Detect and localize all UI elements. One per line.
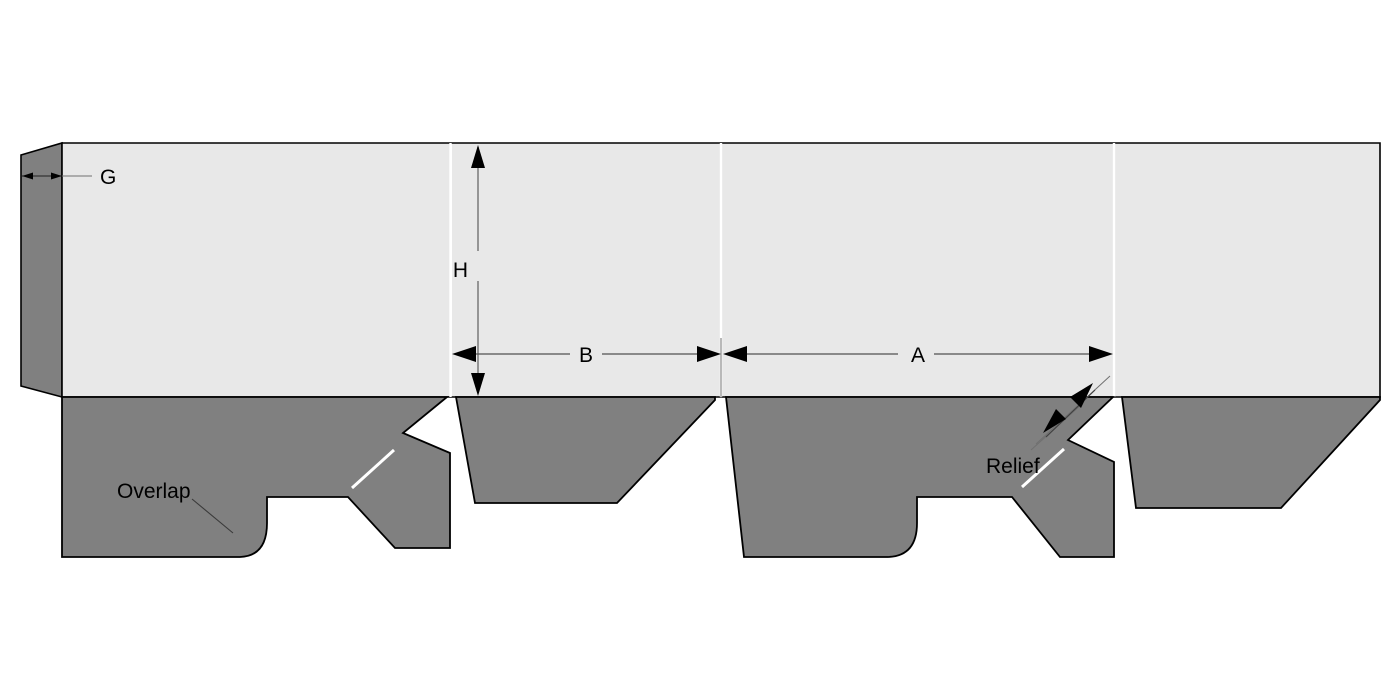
dimension-g-arrow-right — [51, 172, 62, 180]
dimension-h-arrow-bottom — [471, 373, 485, 396]
label-g: G — [100, 166, 116, 189]
dimension-b-arrow-left — [452, 346, 476, 362]
dimension-relief-arrow-upper — [1070, 383, 1093, 408]
panel-2-shape — [452, 143, 720, 397]
label-overlap: Overlap — [117, 480, 191, 503]
dimension-h-arrow-top — [471, 145, 485, 168]
label-h: H — [453, 259, 468, 282]
dimension-a-arrow-right — [1089, 346, 1113, 362]
panel-3-shape — [722, 143, 1113, 397]
panel-4-shape — [1115, 143, 1380, 397]
flap-3-shape — [724, 396, 1116, 558]
dimension-a — [723, 346, 1113, 362]
dimension-relief — [1030, 375, 1111, 451]
dimension-relief-line — [1045, 389, 1096, 438]
flap-4-shape — [1120, 396, 1381, 509]
dimension-g — [22, 172, 92, 180]
glue-flap-shape — [20, 141, 63, 399]
dimension-relief-ext-a — [1035, 375, 1111, 445]
dimension-b-arrow-right — [697, 346, 721, 362]
panel-1-shape — [62, 143, 450, 397]
label-a: A — [911, 344, 925, 367]
label-relief: Relief — [986, 455, 1040, 478]
flap-1-shape — [61, 396, 451, 558]
dimension-relief-arrow-lower — [1043, 409, 1066, 433]
dimension-b — [452, 338, 722, 398]
relief-cut-line-2 — [1020, 447, 1066, 489]
dimension-g-arrow-left — [22, 172, 33, 180]
dimension-h — [471, 145, 485, 396]
flap-2-shape — [454, 396, 716, 504]
relief-cut-line-1 — [350, 448, 396, 490]
label-b: B — [579, 344, 593, 367]
dimension-a-arrow-left — [723, 346, 747, 362]
overlap-leader-line — [191, 498, 234, 534]
